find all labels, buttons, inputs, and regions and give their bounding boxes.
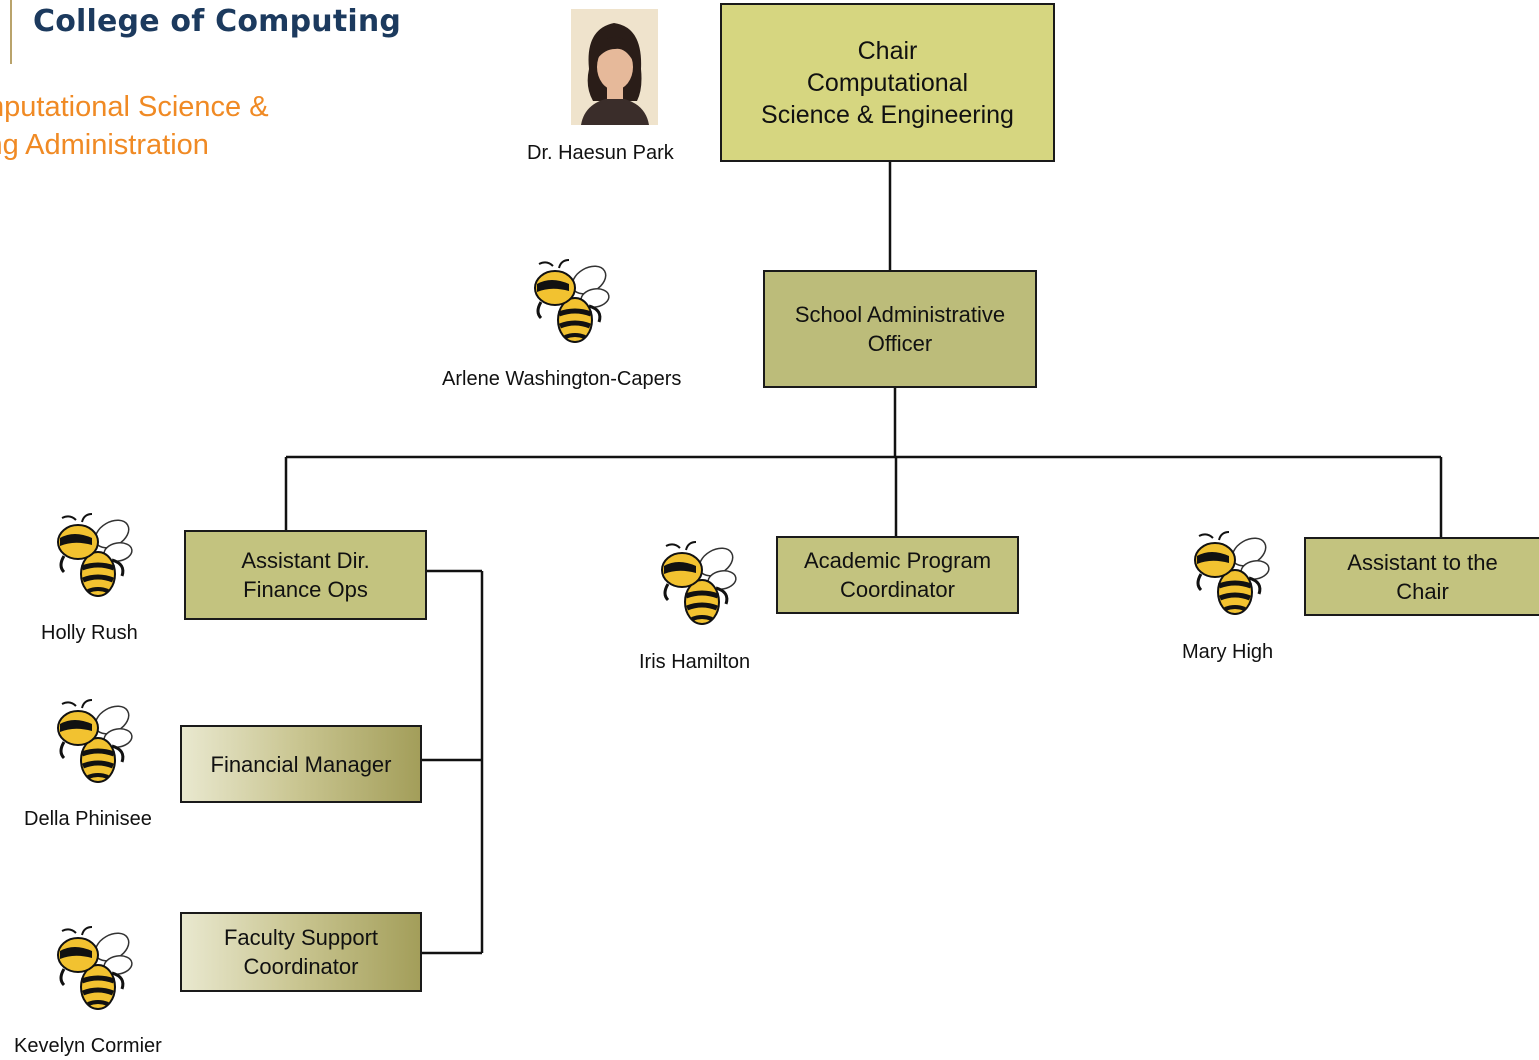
person-photo-icon: [571, 9, 658, 125]
college-title: College of Computing: [33, 4, 402, 39]
name-asst-chair: Mary High: [1182, 641, 1274, 663]
department-title-line2: ing Administration: [0, 129, 209, 161]
name-academic: Iris Hamilton: [639, 651, 751, 673]
box-financial-manager: Financial Manager: [180, 725, 422, 803]
box-faculty-support-coordinator: Faculty Support Coordinator: [180, 912, 422, 992]
department-title: mputational Science & ing Administration: [0, 88, 269, 164]
box-sao-label: School Administrative Officer: [794, 302, 1006, 356]
box-assistant-to-the-chair: Assistant to the Chair: [1304, 537, 1539, 616]
name-fin-mgr: Della Phinisee: [24, 808, 152, 830]
box-academic-label: Academic Program Coordinator: [803, 548, 992, 602]
yellow-jacket-mascot-icon: [1185, 530, 1275, 620]
box-asst-dir-label: Assistant Dir. Finance Ops: [241, 548, 370, 602]
box-assistant-dir-finance: Assistant Dir. Finance Ops: [184, 530, 427, 620]
box-faculty-support-label: Faculty Support Coordinator: [223, 925, 379, 979]
chair-photo: [571, 9, 658, 125]
box-asst-chair-label: Assistant to the Chair: [1347, 549, 1498, 604]
name-chair: Dr. Haesun Park: [527, 142, 674, 164]
name-faculty-support: Kevelyn Cormier: [14, 1035, 162, 1057]
box-chair: Chair Computational Science & Engineerin…: [720, 3, 1055, 162]
box-school-administrative-officer: School Administrative Officer: [763, 270, 1037, 388]
yellow-jacket-mascot-icon: [525, 258, 615, 348]
department-title-line1: mputational Science &: [0, 91, 269, 123]
yellow-jacket-mascot-icon: [48, 512, 138, 602]
box-fin-mgr-label: Financial Manager: [210, 751, 392, 777]
name-asst-dir: Holly Rush: [41, 622, 138, 644]
name-sao: Arlene Washington-Capers: [442, 368, 682, 390]
box-chair-label: Chair Computational Science & Engineerin…: [761, 36, 1014, 129]
yellow-jacket-mascot-icon: [652, 540, 742, 630]
yellow-jacket-mascot-icon: [48, 925, 138, 1015]
header-divider: [10, 0, 12, 64]
yellow-jacket-mascot-icon: [48, 698, 138, 788]
box-academic-program-coordinator: Academic Program Coordinator: [776, 536, 1019, 614]
